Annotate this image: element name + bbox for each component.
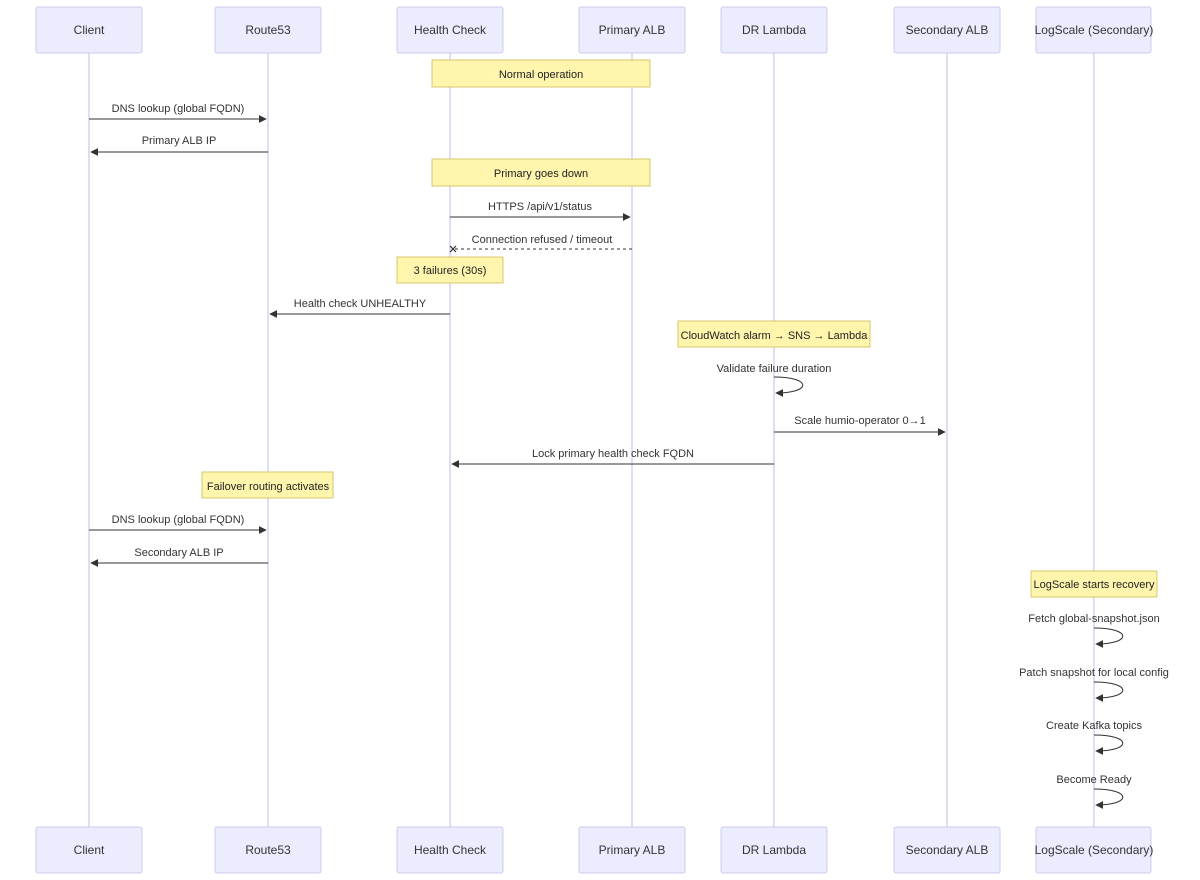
msg-primary-alb-ip: Primary ALB IP — [90, 135, 268, 156]
actor-label: Health Check — [414, 843, 487, 857]
note-three-failures: 3 failures (30s) — [396, 256, 504, 284]
actor-client-top[interactable]: Client — [35, 6, 143, 54]
actor-client-bottom[interactable]: Client — [35, 826, 143, 874]
note-text: Normal operation — [499, 69, 583, 81]
msg-connection-refused: Connection refused / timeout — [449, 234, 632, 253]
note-text: Primary goes down — [494, 168, 588, 180]
note-logscale-recovery: LogScale starts recovery — [1030, 570, 1158, 598]
actor-label: DR Lambda — [742, 23, 806, 37]
note-cloudwatch-alarm: CloudWatch alarm → SNS → Lambda — [677, 320, 871, 348]
msg-scale-operator: Scale humio-operator 0→1 — [774, 415, 946, 436]
note-text: 3 failures (30s) — [414, 265, 487, 277]
actor-label: Primary ALB — [599, 843, 666, 857]
message-label: DNS lookup (global FQDN) — [112, 103, 245, 115]
actor-label: Health Check — [414, 23, 487, 37]
actor-primary-alb-top[interactable]: Primary ALB — [578, 6, 686, 54]
actor-route53-top[interactable]: Route53 — [214, 6, 322, 54]
actor-dr-lambda-bottom[interactable]: DR Lambda — [720, 826, 828, 874]
message-label: Connection refused / timeout — [472, 234, 613, 246]
actor-logscale-secondary-bottom[interactable]: LogScale (Secondary) — [1035, 826, 1154, 874]
actor-label: Client — [74, 23, 105, 37]
message-label: Lock primary health check FQDN — [532, 448, 694, 460]
actor-label: LogScale (Secondary) — [1035, 23, 1154, 37]
cross-icon — [449, 245, 457, 253]
msg-dns-lookup-2: DNS lookup (global FQDN) — [89, 514, 267, 534]
actor-primary-alb-bottom[interactable]: Primary ALB — [578, 826, 686, 874]
note-primary-goes-down: Primary goes down — [431, 158, 651, 187]
msg-become-ready: Become Ready — [1056, 774, 1132, 809]
actor-label: Secondary ALB — [906, 843, 989, 857]
actor-health-check-bottom[interactable]: Health Check — [396, 826, 504, 874]
messages: DNS lookup (global FQDN) Primary ALB IP … — [89, 103, 1169, 809]
note-failover-routing: Failover routing activates — [201, 471, 334, 499]
actor-label: DR Lambda — [742, 843, 806, 857]
message-label: Secondary ALB IP — [134, 547, 223, 559]
message-label: HTTPS /api/v1/status — [488, 201, 592, 213]
actor-logscale-secondary-top[interactable]: LogScale (Secondary) — [1035, 6, 1154, 54]
message-arrow — [773, 376, 804, 397]
message-label: Validate failure duration — [717, 363, 832, 375]
msg-dns-lookup-1: DNS lookup (global FQDN) — [89, 103, 267, 123]
actor-label: Secondary ALB — [906, 23, 989, 37]
actor-secondary-alb-top[interactable]: Secondary ALB — [893, 6, 1001, 54]
msg-lock-primary: Lock primary health check FQDN — [451, 448, 774, 468]
actor-route53-bottom[interactable]: Route53 — [214, 826, 322, 874]
message-arrow — [1093, 788, 1124, 809]
note-text: Failover routing activates — [207, 481, 330, 493]
note-text: CloudWatch alarm → SNS → Lambda — [681, 330, 869, 342]
actor-dr-lambda-top[interactable]: DR Lambda — [720, 6, 828, 54]
message-label: Health check UNHEALTHY — [294, 298, 427, 310]
message-label: Scale humio-operator 0→1 — [794, 415, 925, 427]
message-label: Patch snapshot for local config — [1019, 667, 1169, 679]
msg-create-kafka: Create Kafka topics — [1046, 720, 1142, 755]
actor-label: Client — [74, 843, 105, 857]
msg-patch-snapshot: Patch snapshot for local config — [1019, 667, 1169, 702]
note-text: LogScale starts recovery — [1033, 579, 1155, 591]
actor-label: Primary ALB — [599, 23, 666, 37]
message-label: Fetch global-snapshot.json — [1028, 613, 1159, 625]
message-label: DNS lookup (global FQDN) — [112, 514, 245, 526]
msg-validate-failure: Validate failure duration — [717, 363, 832, 397]
message-label: Become Ready — [1056, 774, 1132, 786]
actors-top: Client Route53 Health Check Primary ALB … — [35, 6, 1154, 54]
message-label: Primary ALB IP — [142, 135, 217, 147]
notes: Normal operation Primary goes down 3 fai… — [201, 59, 1158, 598]
actor-label: Route53 — [245, 843, 291, 857]
actor-secondary-alb-bottom[interactable]: Secondary ALB — [893, 826, 1001, 874]
msg-secondary-alb-ip: Secondary ALB IP — [90, 547, 268, 567]
message-arrow — [1093, 734, 1124, 755]
actor-label: LogScale (Secondary) — [1035, 843, 1154, 857]
msg-health-unhealthy: Health check UNHEALTHY — [269, 298, 450, 318]
actor-health-check-top[interactable]: Health Check — [396, 6, 504, 54]
actors-bottom: Client Route53 Health Check Primary ALB … — [35, 826, 1154, 874]
msg-https-status: HTTPS /api/v1/status — [450, 201, 631, 221]
note-normal-operation: Normal operation — [431, 59, 651, 88]
actor-label: Route53 — [245, 23, 291, 37]
message-arrow — [1093, 681, 1124, 702]
message-arrow — [1093, 627, 1124, 648]
message-label: Create Kafka topics — [1046, 720, 1142, 732]
msg-fetch-snapshot: Fetch global-snapshot.json — [1028, 613, 1160, 648]
